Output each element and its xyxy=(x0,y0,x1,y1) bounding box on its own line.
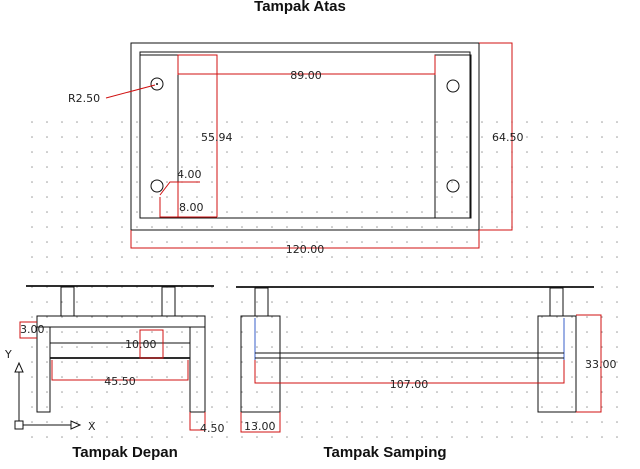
dim-455-label: 45.50 xyxy=(104,375,136,388)
dim-10-label: 10.00 xyxy=(125,338,157,351)
side-view: 107.00 33.00 13.00 Tampak Samping xyxy=(236,286,617,461)
side-leg-left xyxy=(240,315,281,413)
dim-4-label: 4.00 xyxy=(177,168,202,181)
dim-5594-label: 55.94 xyxy=(201,131,233,144)
hole-icon xyxy=(446,179,460,193)
dim-10-box xyxy=(139,329,164,359)
front-leg-right xyxy=(189,326,206,413)
dim-45-line xyxy=(189,412,206,431)
dim-33-label: 33.00 xyxy=(585,358,617,371)
dim-120-label: 120.00 xyxy=(286,243,325,256)
hole-center-mark xyxy=(156,83,158,85)
ucs-axis-icon: Y X xyxy=(4,348,96,433)
axis-y-label: Y xyxy=(4,348,12,361)
dim-120-line xyxy=(130,230,480,249)
dim-4-line xyxy=(159,181,200,196)
dim-8-line xyxy=(159,197,217,218)
front-view-title: Tampak Depan xyxy=(72,444,178,461)
dim-89-box xyxy=(177,54,218,75)
dim-3-label: 3.00 xyxy=(20,323,45,336)
hole-icon xyxy=(150,77,164,91)
dim-107-label: 107.00 xyxy=(390,378,429,391)
front-view: 3.00 10.00 45.50 4.50 Tampak Depan xyxy=(19,285,225,461)
dim-3-line xyxy=(19,321,37,339)
dim-13-label: 13.00 xyxy=(244,420,276,433)
dim-45-label: 4.50 xyxy=(200,422,225,435)
dim-645-label: 64.50 xyxy=(492,131,524,144)
dim-645-line xyxy=(479,42,513,231)
radius-leader xyxy=(105,84,156,99)
radius-label: R2.50 xyxy=(68,92,100,105)
front-leg-left xyxy=(36,326,51,413)
top-left-leg xyxy=(139,54,179,219)
side-view-title: Tampak Samping xyxy=(323,444,446,461)
hole-icon xyxy=(446,79,460,93)
dim-33-line xyxy=(576,314,602,413)
dot-grid xyxy=(20,120,630,440)
top-outer-frame xyxy=(130,42,480,231)
dim-89-label: 89.00 xyxy=(290,69,322,82)
dim-455-line xyxy=(51,360,189,381)
side-leg-right xyxy=(537,315,577,413)
top-right-leg xyxy=(434,54,472,219)
top-view: Tampak Atas R2.50 89.00 55.94 4.00 8.00 … xyxy=(68,0,524,256)
dim-107-line xyxy=(254,360,565,384)
axis-x-label: X xyxy=(88,420,96,433)
hole-icon xyxy=(150,179,164,193)
top-view-title: Tampak Atas xyxy=(254,0,346,15)
dim-8-label: 8.00 xyxy=(179,201,204,214)
dim-13-line xyxy=(240,412,281,433)
